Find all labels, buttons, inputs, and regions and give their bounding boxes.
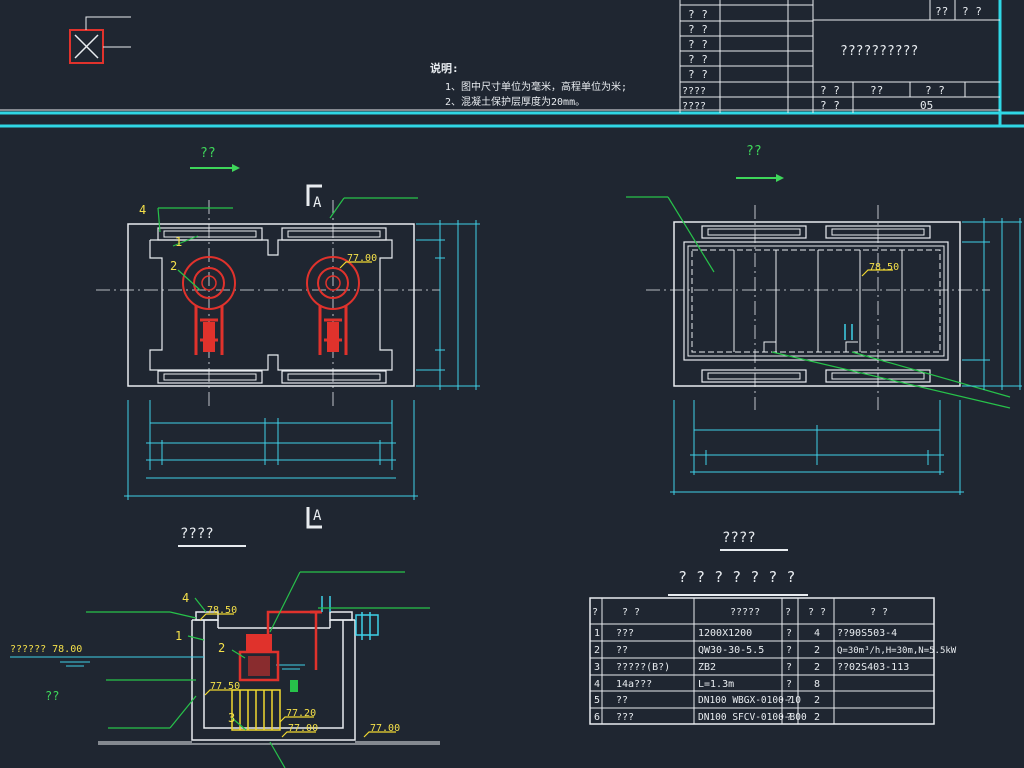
table-header-unit: ? — [785, 607, 791, 618]
plan-left-direction-label: ?? — [200, 146, 216, 161]
table-cell: 2 — [814, 712, 820, 723]
table-cell: ZB2 — [698, 662, 716, 673]
section-callout-3: 3 — [228, 711, 235, 725]
table-cell: 1 — [594, 628, 600, 639]
tb-row-6: ???? — [682, 86, 706, 97]
section-title: ???? — [180, 526, 214, 542]
table-cell: ? — [786, 628, 792, 639]
table-cell: 2 — [814, 695, 820, 706]
section-elev-pump-a: 77.20 — [286, 708, 316, 719]
plan-right-elevation: 78.50 — [869, 262, 899, 273]
legend-symbol — [69, 16, 131, 64]
table-cell: ??90S503-4 — [837, 628, 897, 639]
tb-header-2: ? ? — [962, 5, 982, 18]
table-cell: ? — [786, 662, 792, 673]
table-cell: 2 — [814, 645, 820, 656]
table-cell: ??02S403-113 — [837, 662, 909, 673]
pump-icon — [306, 256, 360, 355]
table-cell: ? — [786, 679, 792, 690]
table-cell: 4 — [594, 679, 600, 690]
section-elev-right: 77.00 — [370, 723, 400, 734]
table-cell: Q=30m³/h,H=30m,N=5.5kW — [837, 646, 957, 656]
table-cell: ?????(B?) — [616, 662, 670, 673]
table-cell: 2 — [594, 645, 600, 656]
right-plan-title: ???? — [722, 530, 756, 546]
table-cell: ? — [786, 695, 792, 706]
table-header-qty: ? ? — [808, 607, 826, 618]
equipment-table: ? ? ? ? ? ? ? ? ? ? ????? ? ? ? ? ? 1 ??… — [589, 568, 957, 725]
tb-row-3: ? ? — [688, 38, 708, 51]
tb-row-2: ? ? — [688, 23, 708, 36]
table-header-no: ? — [592, 607, 598, 618]
section-elev-top: 78.50 — [207, 605, 237, 616]
table-cell: 6 — [594, 712, 600, 723]
section-callout-1: 1 — [175, 629, 182, 643]
tb-row-4: ? ? — [688, 53, 708, 66]
section-callout-4: 4 — [182, 591, 189, 605]
plan-right-direction-label: ?? — [746, 144, 762, 159]
table-cell: 14a??? — [616, 679, 652, 690]
tb-bottom-1: ? ? — [820, 84, 840, 97]
table-header-name: ? ? — [622, 607, 640, 618]
plan-left-callout-1: 1 — [175, 235, 182, 249]
table-header-spec: ????? — [730, 607, 760, 618]
flow-arrow-icon — [232, 164, 240, 172]
tb-bottom-4: ? ? — [820, 99, 840, 112]
table-cell: 5 — [594, 695, 600, 706]
tb-header-1: ?? — [935, 5, 948, 18]
table-cell: L=1.3m — [698, 679, 734, 690]
section-view: ???? ?????? 78.00 ?? — [10, 526, 440, 768]
flow-arrow-icon — [776, 174, 784, 182]
table-cell: ? — [786, 645, 792, 656]
tb-row-7: ???? — [682, 101, 706, 112]
pump-icon — [238, 610, 322, 682]
notes-line-1: 1、图中尺寸单位为毫米，高程单位为米; — [445, 80, 627, 93]
table-cell: ??? — [616, 712, 634, 723]
tb-row-5: ? ? — [688, 68, 708, 81]
table-cell: QW30-30-5.5 — [698, 645, 764, 656]
table-cell: ? — [786, 712, 792, 723]
tb-bottom-2: ?? — [870, 84, 883, 97]
table-cell: ??? — [616, 628, 634, 639]
water-level-label: ?????? 78.00 — [10, 644, 82, 655]
table-cell: 8 — [814, 679, 820, 690]
tb-bottom-3: ? ? — [925, 84, 945, 97]
tb-row-1: ? ? — [688, 8, 708, 21]
soil-label: ?? — [45, 689, 59, 703]
section-elev-pump-b: 77.00 — [288, 723, 318, 734]
plan-left-elevation: 77.00 — [347, 253, 377, 264]
section-mark-top: A — [313, 195, 322, 211]
table-header-remark: ? ? — [870, 607, 888, 618]
table-cell: DN100 SFCV-0100-B00 — [698, 712, 807, 723]
table-cell: ?? — [616, 645, 628, 656]
section-callout-2: 2 — [218, 641, 225, 655]
plan-left-callout-4: 4 — [139, 203, 146, 217]
section-elev-mid: 77.50 — [210, 681, 240, 692]
table-cell: 1200X1200 — [698, 628, 752, 639]
table-cell: 4 — [814, 628, 820, 639]
tb-bottom-5: 05 — [920, 99, 933, 112]
table-cell: 3 — [594, 662, 600, 673]
section-mark-bottom: A — [313, 508, 322, 524]
plan-left-callout-2: 2 — [170, 259, 177, 273]
table-cell: ?? — [616, 695, 628, 706]
title-block: ? ? ? ? ? ? ? ? ? ? ???? ???? ??????????… — [679, 0, 1000, 113]
drawing-notes: 说明: 1、图中尺寸单位为毫米，高程单位为米; 2、混凝土保护层厚度为20mm。 — [430, 61, 627, 108]
tb-drawing-title: ?????????? — [840, 44, 918, 59]
table-cell: 2 — [814, 662, 820, 673]
notes-heading: 说明: — [430, 61, 459, 75]
plan-view-right: ?? 78. — [626, 144, 1022, 551]
pump-icon — [182, 256, 236, 355]
plan-view-left: ?? — [96, 146, 480, 529]
table-title: ? ? ? ? ? ? ? — [678, 568, 795, 586]
table-cell: DN100 WBGX-0100-10 — [698, 695, 801, 706]
notes-line-2: 2、混凝土保护层厚度为20mm。 — [445, 95, 585, 108]
